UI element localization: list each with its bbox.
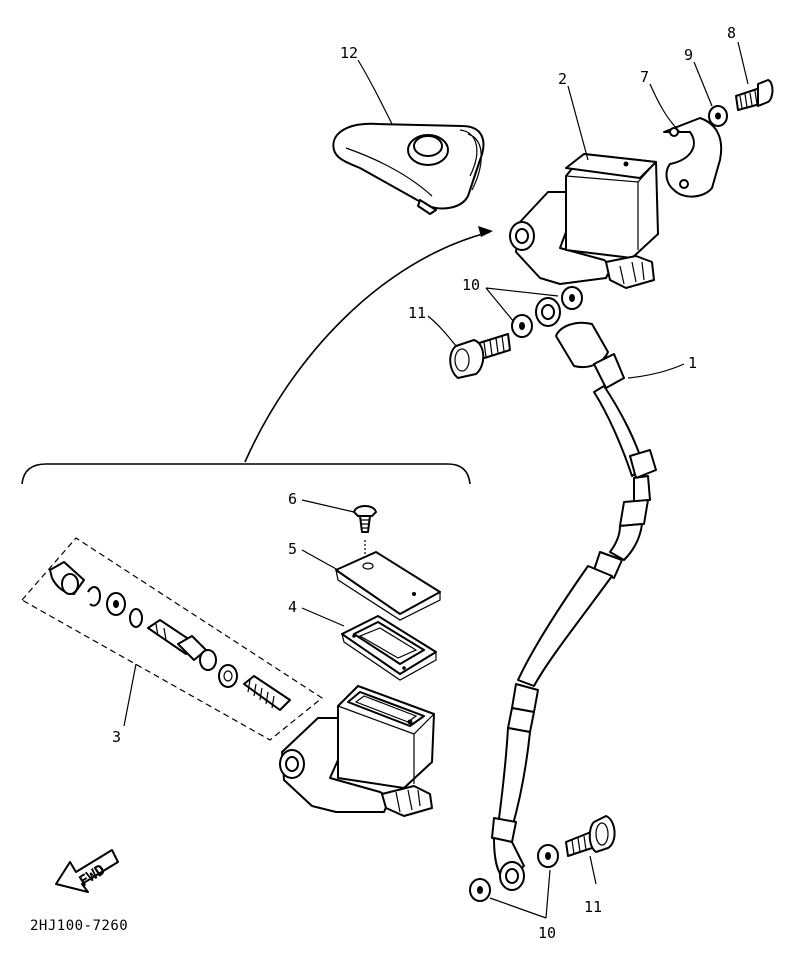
label-part-3: 3 bbox=[112, 728, 121, 746]
label-part-6: 6 bbox=[288, 490, 297, 508]
label-part-2: 2 bbox=[558, 70, 567, 88]
label-part-8: 8 bbox=[727, 24, 736, 42]
master-cylinder bbox=[509, 153, 659, 289]
brake-hose bbox=[491, 297, 657, 891]
callout-arrowhead bbox=[478, 226, 493, 237]
piston-kit-box bbox=[21, 537, 324, 741]
master-cylinder-detail bbox=[279, 685, 435, 817]
bolt-8 bbox=[735, 79, 774, 111]
label-part-1: 1 bbox=[688, 354, 697, 372]
label-part-11-top: 11 bbox=[408, 304, 426, 322]
callout-curve bbox=[244, 231, 491, 463]
screw-6 bbox=[353, 505, 377, 556]
label-part-10-bottom: 10 bbox=[538, 924, 556, 942]
holder-clamp bbox=[663, 117, 723, 198]
washer-9 bbox=[708, 105, 728, 127]
label-part-12: 12 bbox=[340, 44, 358, 62]
label-part-9: 9 bbox=[684, 46, 693, 64]
diaphragm bbox=[341, 615, 437, 681]
part-code: 2HJ100-7260 bbox=[30, 918, 128, 934]
lever-cover bbox=[332, 122, 485, 215]
label-part-5: 5 bbox=[288, 540, 297, 558]
washer-10-top bbox=[511, 286, 583, 338]
union-bolt-bottom bbox=[565, 815, 616, 857]
label-part-11-bottom: 11 bbox=[584, 898, 602, 916]
union-bolt-top bbox=[449, 333, 511, 379]
fwd-arrow-icon: FWD bbox=[55, 849, 119, 893]
reservoir-cap bbox=[335, 551, 441, 621]
leader-lines bbox=[123, 41, 749, 919]
washer-10-bottom bbox=[469, 844, 559, 902]
label-part-10-top: 10 bbox=[462, 276, 480, 294]
label-part-4: 4 bbox=[288, 598, 297, 616]
detail-bracket bbox=[21, 463, 471, 485]
label-part-7: 7 bbox=[640, 68, 649, 86]
piston-kit bbox=[49, 561, 291, 711]
